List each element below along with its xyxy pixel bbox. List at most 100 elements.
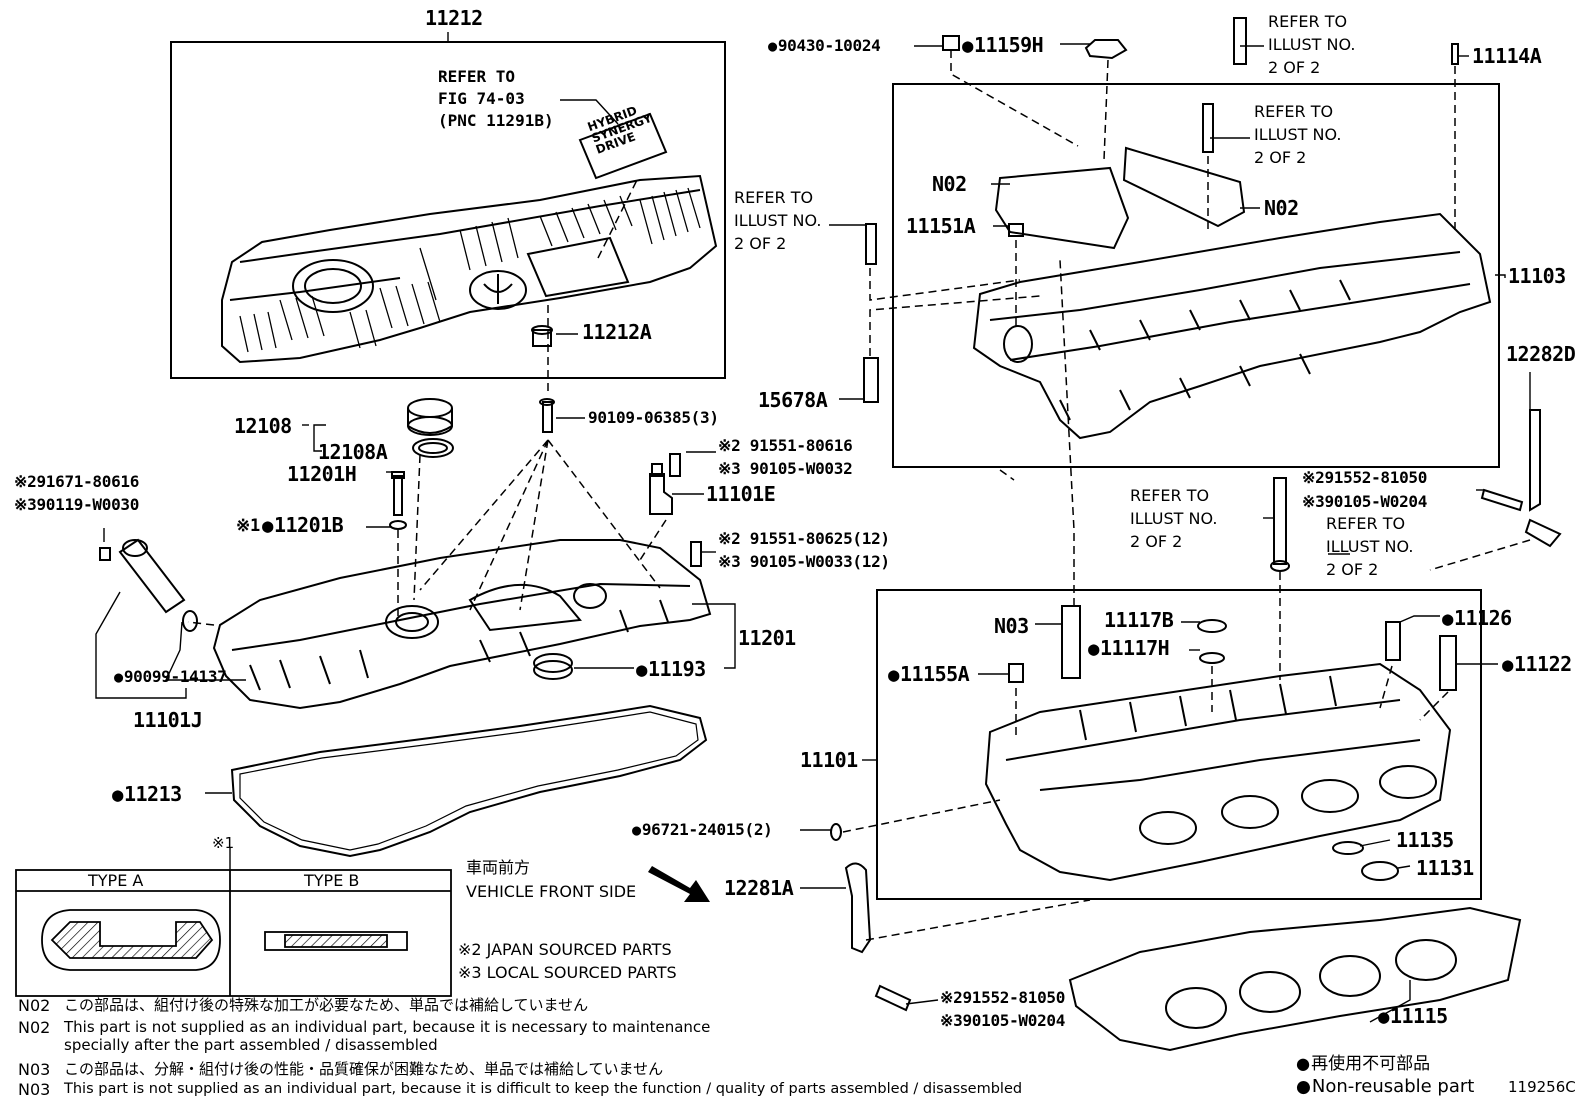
refer-head-line2: ILLUST NO. <box>1130 509 1218 528</box>
label-11103: 11103 <box>1508 264 1566 288</box>
note-n03-jp: この部品は、分解・組付け後の性能・品質確保が困難なため、単品では補給していません <box>64 1060 664 1078</box>
refer-right-line3: 2 OF 2 <box>1326 560 1379 579</box>
label-12108: 12108 <box>234 414 292 438</box>
label-90105-w0033: ※3 90105-W0033(12) <box>718 552 890 571</box>
head-cover-gasket-drawing <box>230 704 708 858</box>
refer-right-line2: ILLUST NO. <box>1326 537 1414 556</box>
label-90430-10024: 90430-10024 <box>768 37 881 54</box>
label-11101: 11101 <box>800 748 858 772</box>
label-11193: 11193 <box>636 659 706 680</box>
head-cover-drawing <box>212 539 712 710</box>
label-90105-w0032: ※3 90105-W0032 <box>718 459 853 478</box>
note-n03-en: This part is not supplied as an individu… <box>64 1081 1023 1097</box>
label-12282d: 12282D <box>1506 342 1576 366</box>
head-gasket-drawing <box>1068 906 1522 1052</box>
refer-right-line1: REFER TO <box>1326 514 1406 533</box>
label-11135: 11135 <box>1396 828 1454 852</box>
small-parts-left <box>99 325 702 680</box>
label-11155a: 11155A <box>888 664 970 685</box>
note-n02-code-1: N02 <box>18 996 51 1015</box>
label-96721-24015: 96721-24015(2) <box>632 821 773 838</box>
label-90105-w0204-b: ※390105-W0204 <box>940 1011 1066 1030</box>
dashed-connectors <box>187 50 1531 941</box>
label-90105-w0204-a: ※390105-W0204 <box>1302 492 1428 511</box>
label-91552-81050-a: ※291552-81050 <box>1302 468 1428 487</box>
refer-top-line2: ILLUST NO. <box>1268 35 1356 54</box>
label-11201b: 11201B <box>262 515 344 536</box>
type-a-label: TYPE A <box>88 871 144 890</box>
refer-left-line1: REFER TO <box>734 188 814 207</box>
vehicle-front-jp: 車両前方 <box>466 858 531 877</box>
refer-head-line3: 2 OF 2 <box>1130 532 1183 551</box>
label-11115: 11115 <box>1378 1006 1448 1027</box>
label-11126: 11126 <box>1442 608 1512 629</box>
local-sourced-note: ※3 LOCAL SOURCED PARTS <box>458 963 677 982</box>
refer-left-line3: 2 OF 2 <box>734 234 787 253</box>
label-11131: 11131 <box>1416 856 1474 880</box>
label-11151a: 11151A <box>906 214 976 238</box>
refer-fig-note: REFER TO FIG 74-03 (PNC 11291B) <box>438 66 554 132</box>
refer-illust-top: REFER TO ILLUST NO. 2 OF 2 <box>1268 10 1355 79</box>
refer-fig-line3: (PNC 11291B) <box>438 111 554 130</box>
label-90119-w0030: ※390119-W0030 <box>14 495 140 514</box>
label-91551-80625: ※2 91551-80625(12) <box>718 529 890 548</box>
label-11212a: 11212A <box>582 320 652 344</box>
label-12281a: 12281A <box>724 876 794 900</box>
japan-sourced-note: ※2 JAPAN SOURCED PARTS <box>458 940 672 959</box>
label-91671-80616: ※291671-80616 <box>14 472 140 491</box>
label-11122: 11122 <box>1502 654 1572 675</box>
figure-id: 119256C <box>1508 1078 1576 1096</box>
vehicle-front-arrow <box>648 866 710 902</box>
refer-illust-left: REFER TO ILLUST NO. 2 OF 2 <box>734 186 821 255</box>
label-91552-81050-b: ※291552-81050 <box>940 988 1066 1007</box>
camshaft-housing-drawing <box>863 17 1492 440</box>
label-11101j: 11101J <box>133 708 203 732</box>
refer-mid-line3: 2 OF 2 <box>1254 148 1307 167</box>
label-n02-a: N02 <box>932 172 967 196</box>
note-n03-code-2: N03 <box>18 1080 51 1099</box>
refer-illust-head: REFER TO ILLUST NO. 2 OF 2 <box>1130 484 1217 553</box>
note-n02-code-2: N02 <box>18 1018 51 1037</box>
cylinder-head-box <box>876 589 1482 900</box>
refer-head-line1: REFER TO <box>1130 486 1210 505</box>
label-12108a: 12108A <box>318 440 388 464</box>
label-90109: 90109-06385(3) <box>588 408 719 427</box>
refer-mid-line1: REFER TO <box>1254 102 1334 121</box>
refer-top-line1: REFER TO <box>1268 12 1348 31</box>
label-11201b-prefix: ※1 <box>236 516 260 536</box>
type-table <box>15 869 452 997</box>
refer-fig-line2: FIG 74-03 <box>438 89 525 108</box>
note-n02-jp: この部品は、組付け後の特殊な加工が必要なため、単品では補給していません <box>64 996 589 1014</box>
note-n03-code-1: N03 <box>18 1060 51 1079</box>
label-11212: 11212 <box>425 6 483 30</box>
label-n02-b: N02 <box>1264 196 1299 220</box>
label-11159h: 11159H <box>962 35 1044 56</box>
label-11213: 11213 <box>112 784 182 805</box>
refer-fig-line1: REFER TO <box>438 67 516 86</box>
refer-top-line3: 2 OF 2 <box>1268 58 1321 77</box>
legend-jp: 再使用不可部品 <box>1296 1056 1430 1073</box>
label-15678a: 15678A <box>758 388 828 412</box>
legend-en: Non-reusable part <box>1296 1077 1474 1096</box>
engine-cover-drawing <box>221 112 718 364</box>
label-11114a: 11114A <box>1472 44 1542 68</box>
refer-illust-right: REFER TO ILLUST NO. 2 OF 2 <box>1326 512 1413 581</box>
type-b-label: TYPE B <box>304 871 360 890</box>
note-n02-en-2: specially after the part assembled / dis… <box>64 1036 438 1054</box>
refer-left-line2: ILLUST NO. <box>734 211 822 230</box>
note-n02-en-1: This part is not supplied as an individu… <box>64 1018 711 1036</box>
label-11101e: 11101E <box>706 482 776 506</box>
refer-illust-mid: REFER TO ILLUST NO. 2 OF 2 <box>1254 100 1341 169</box>
vehicle-front-en: VEHICLE FRONT SIDE <box>466 882 637 901</box>
label-n03: N03 <box>994 614 1029 638</box>
label-11117h: 11117H <box>1088 638 1170 659</box>
refer-mid-line2: ILLUST NO. <box>1254 125 1342 144</box>
cylinder-head-drawing <box>830 477 1457 882</box>
label-11201h: 11201H <box>287 462 357 486</box>
label-11201: 11201 <box>738 626 796 650</box>
label-11117b: 11117B <box>1104 608 1174 632</box>
type-table-marker: ※1 <box>212 834 235 852</box>
engine-hangers-drawing <box>844 409 1562 1012</box>
